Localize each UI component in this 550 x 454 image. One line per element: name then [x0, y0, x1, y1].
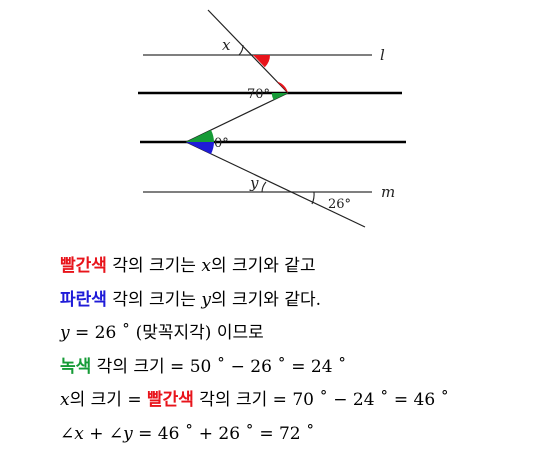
var-x: x [74, 423, 84, 444]
text: + ∠ [83, 423, 124, 444]
text: 각의 크기는 [106, 256, 202, 276]
y-angle-arc [261, 181, 267, 193]
solution-text: 빨간색 각의 크기는 x의 크기와 같고 파란색 각의 크기는 y의 크기와 같… [60, 250, 540, 451]
solution-line-3: y = 26 ˚ (맞꼭지각) 이므로 [60, 317, 540, 351]
red-angle-top [253, 55, 270, 68]
solution-line-5: x의 크기 = 빨간색 각의 크기 = 70 ˚ − 24 ˚ = 46 ˚ [60, 384, 540, 418]
text: 의 크기와 같고 [210, 256, 316, 276]
solution-line-1: 빨간색 각의 크기는 x의 크기와 같고 [60, 250, 540, 284]
var-x: x [60, 390, 70, 410]
label-m: m [381, 183, 395, 201]
transversal-upper [207, 9, 289, 94]
text: 의 크기와 같다. [210, 289, 322, 310]
var-y: y [201, 289, 211, 310]
solution-line-2: 파란색 각의 크기는 y의 크기와 같다. [60, 284, 540, 318]
green-angle-left [186, 130, 214, 142]
transversal-lower [185, 141, 366, 228]
text: 각의 크기 = 70 ˚ − 24 ˚ = 46 ˚ [193, 390, 450, 410]
solution-line-4: 녹색 각의 크기 = 50 ˚ − 26 ˚ = 24 ˚ [60, 351, 540, 385]
red-keyword: 빨간색 [60, 256, 107, 276]
label-26-degrees: 26° [328, 197, 351, 212]
label-0-degrees: 0° [214, 136, 229, 151]
var-y: y [60, 323, 70, 343]
text: 각의 크기는 [106, 289, 202, 310]
text: 의 크기 = [69, 390, 147, 410]
solution-line-6: ∠x + ∠y = 46 ˚ + 26 ˚ = 72 ˚ [60, 418, 540, 452]
label-l: l [380, 46, 385, 64]
text: = 26 ˚ (맞꼭지각) 이므로 [69, 323, 264, 343]
var-y: y [123, 423, 133, 444]
red-keyword: 빨간색 [146, 390, 194, 410]
transversal-middle [185, 92, 289, 143]
angle-symbol: ∠ [60, 423, 75, 444]
label-x: x [222, 36, 231, 54]
blue-angle-left [186, 142, 214, 154]
var-x: x [201, 256, 211, 276]
label-y: y [249, 174, 259, 192]
green-keyword: 녹색 [60, 356, 92, 377]
green-angle-middle [271, 93, 288, 100]
label-70-degrees: 70° [247, 87, 270, 102]
angle-26-arc [311, 191, 315, 205]
parallel-lines-diagram: l m x y 70° 0° 26° [138, 9, 406, 228]
red-angle-middle [276, 81, 288, 93]
blue-keyword: 파란색 [60, 289, 107, 310]
x-angle-arc [238, 44, 244, 56]
text: 각의 크기 = 50 ˚ − 26 ˚ = 24 ˚ [91, 356, 347, 377]
text: = 46 ˚ + 26 ˚ = 72 ˚ [132, 423, 315, 444]
